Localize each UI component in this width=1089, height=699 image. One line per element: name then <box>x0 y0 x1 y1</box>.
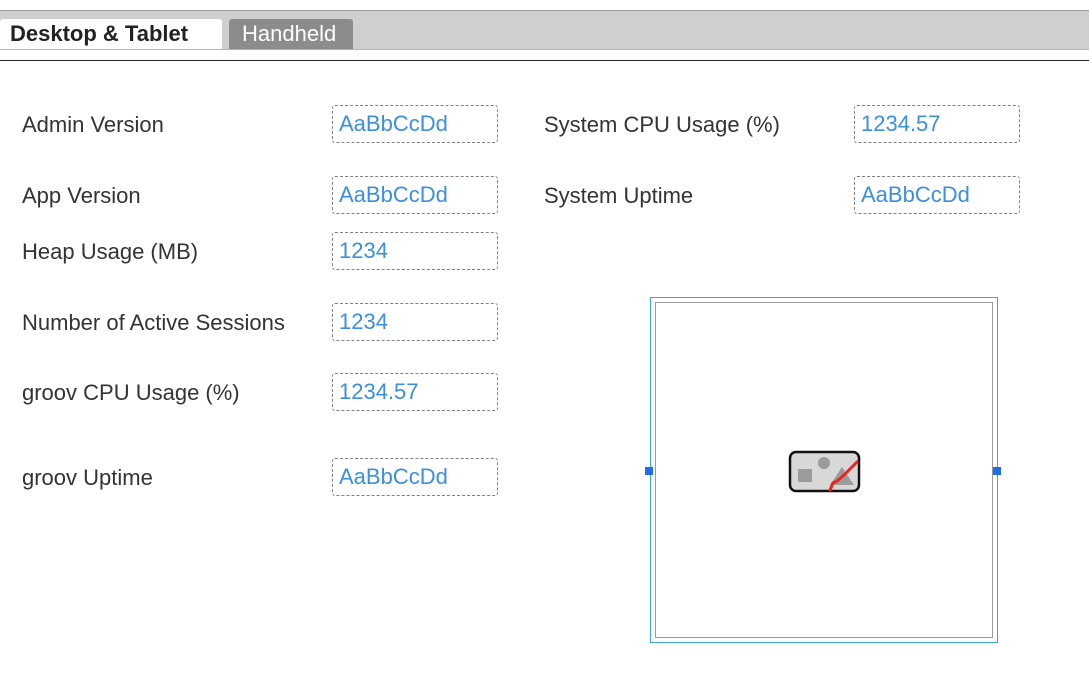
heap-usage-value[interactable]: 1234 <box>332 232 498 270</box>
system-cpu-usage-label: System CPU Usage (%) <box>544 112 780 137</box>
groov-uptime-value[interactable]: AaBbCcDd <box>332 458 498 496</box>
system-uptime-label: System Uptime <box>544 183 694 208</box>
active-sessions-value[interactable]: 1234 <box>332 303 498 341</box>
admin-version-label: Admin Version <box>22 112 164 137</box>
tab-desktop-tablet[interactable]: Desktop & Tablet <box>0 19 222 49</box>
groov-cpu-usage-label: groov CPU Usage (%) <box>22 380 240 405</box>
top-rule <box>0 0 1089 11</box>
resize-handle-left[interactable] <box>645 467 653 475</box>
admin-version-value[interactable]: AaBbCcDd <box>332 105 498 143</box>
app-version-label: App Version <box>22 183 141 208</box>
tab-handheld[interactable]: Handheld <box>229 19 353 49</box>
app-version-value[interactable]: AaBbCcDd <box>332 176 498 214</box>
heap-usage-label: Heap Usage (MB) <box>22 239 199 264</box>
tab-divider <box>0 60 1089 61</box>
image-widget[interactable] <box>655 302 993 638</box>
groov-uptime-label: groov Uptime <box>22 465 153 490</box>
tab-strip: Desktop & Tablet Handheld <box>0 11 1089 50</box>
image-widget-selection[interactable] <box>650 297 998 643</box>
resize-handle-right[interactable] <box>993 467 1001 475</box>
active-sessions-label: Number of Active Sessions <box>22 310 285 335</box>
system-uptime-value[interactable]: AaBbCcDd <box>854 176 1020 214</box>
groov-cpu-usage-value[interactable]: 1234.57 <box>332 373 498 411</box>
broken-image-icon <box>788 450 861 493</box>
system-cpu-usage-value[interactable]: 1234.57 <box>854 105 1020 143</box>
